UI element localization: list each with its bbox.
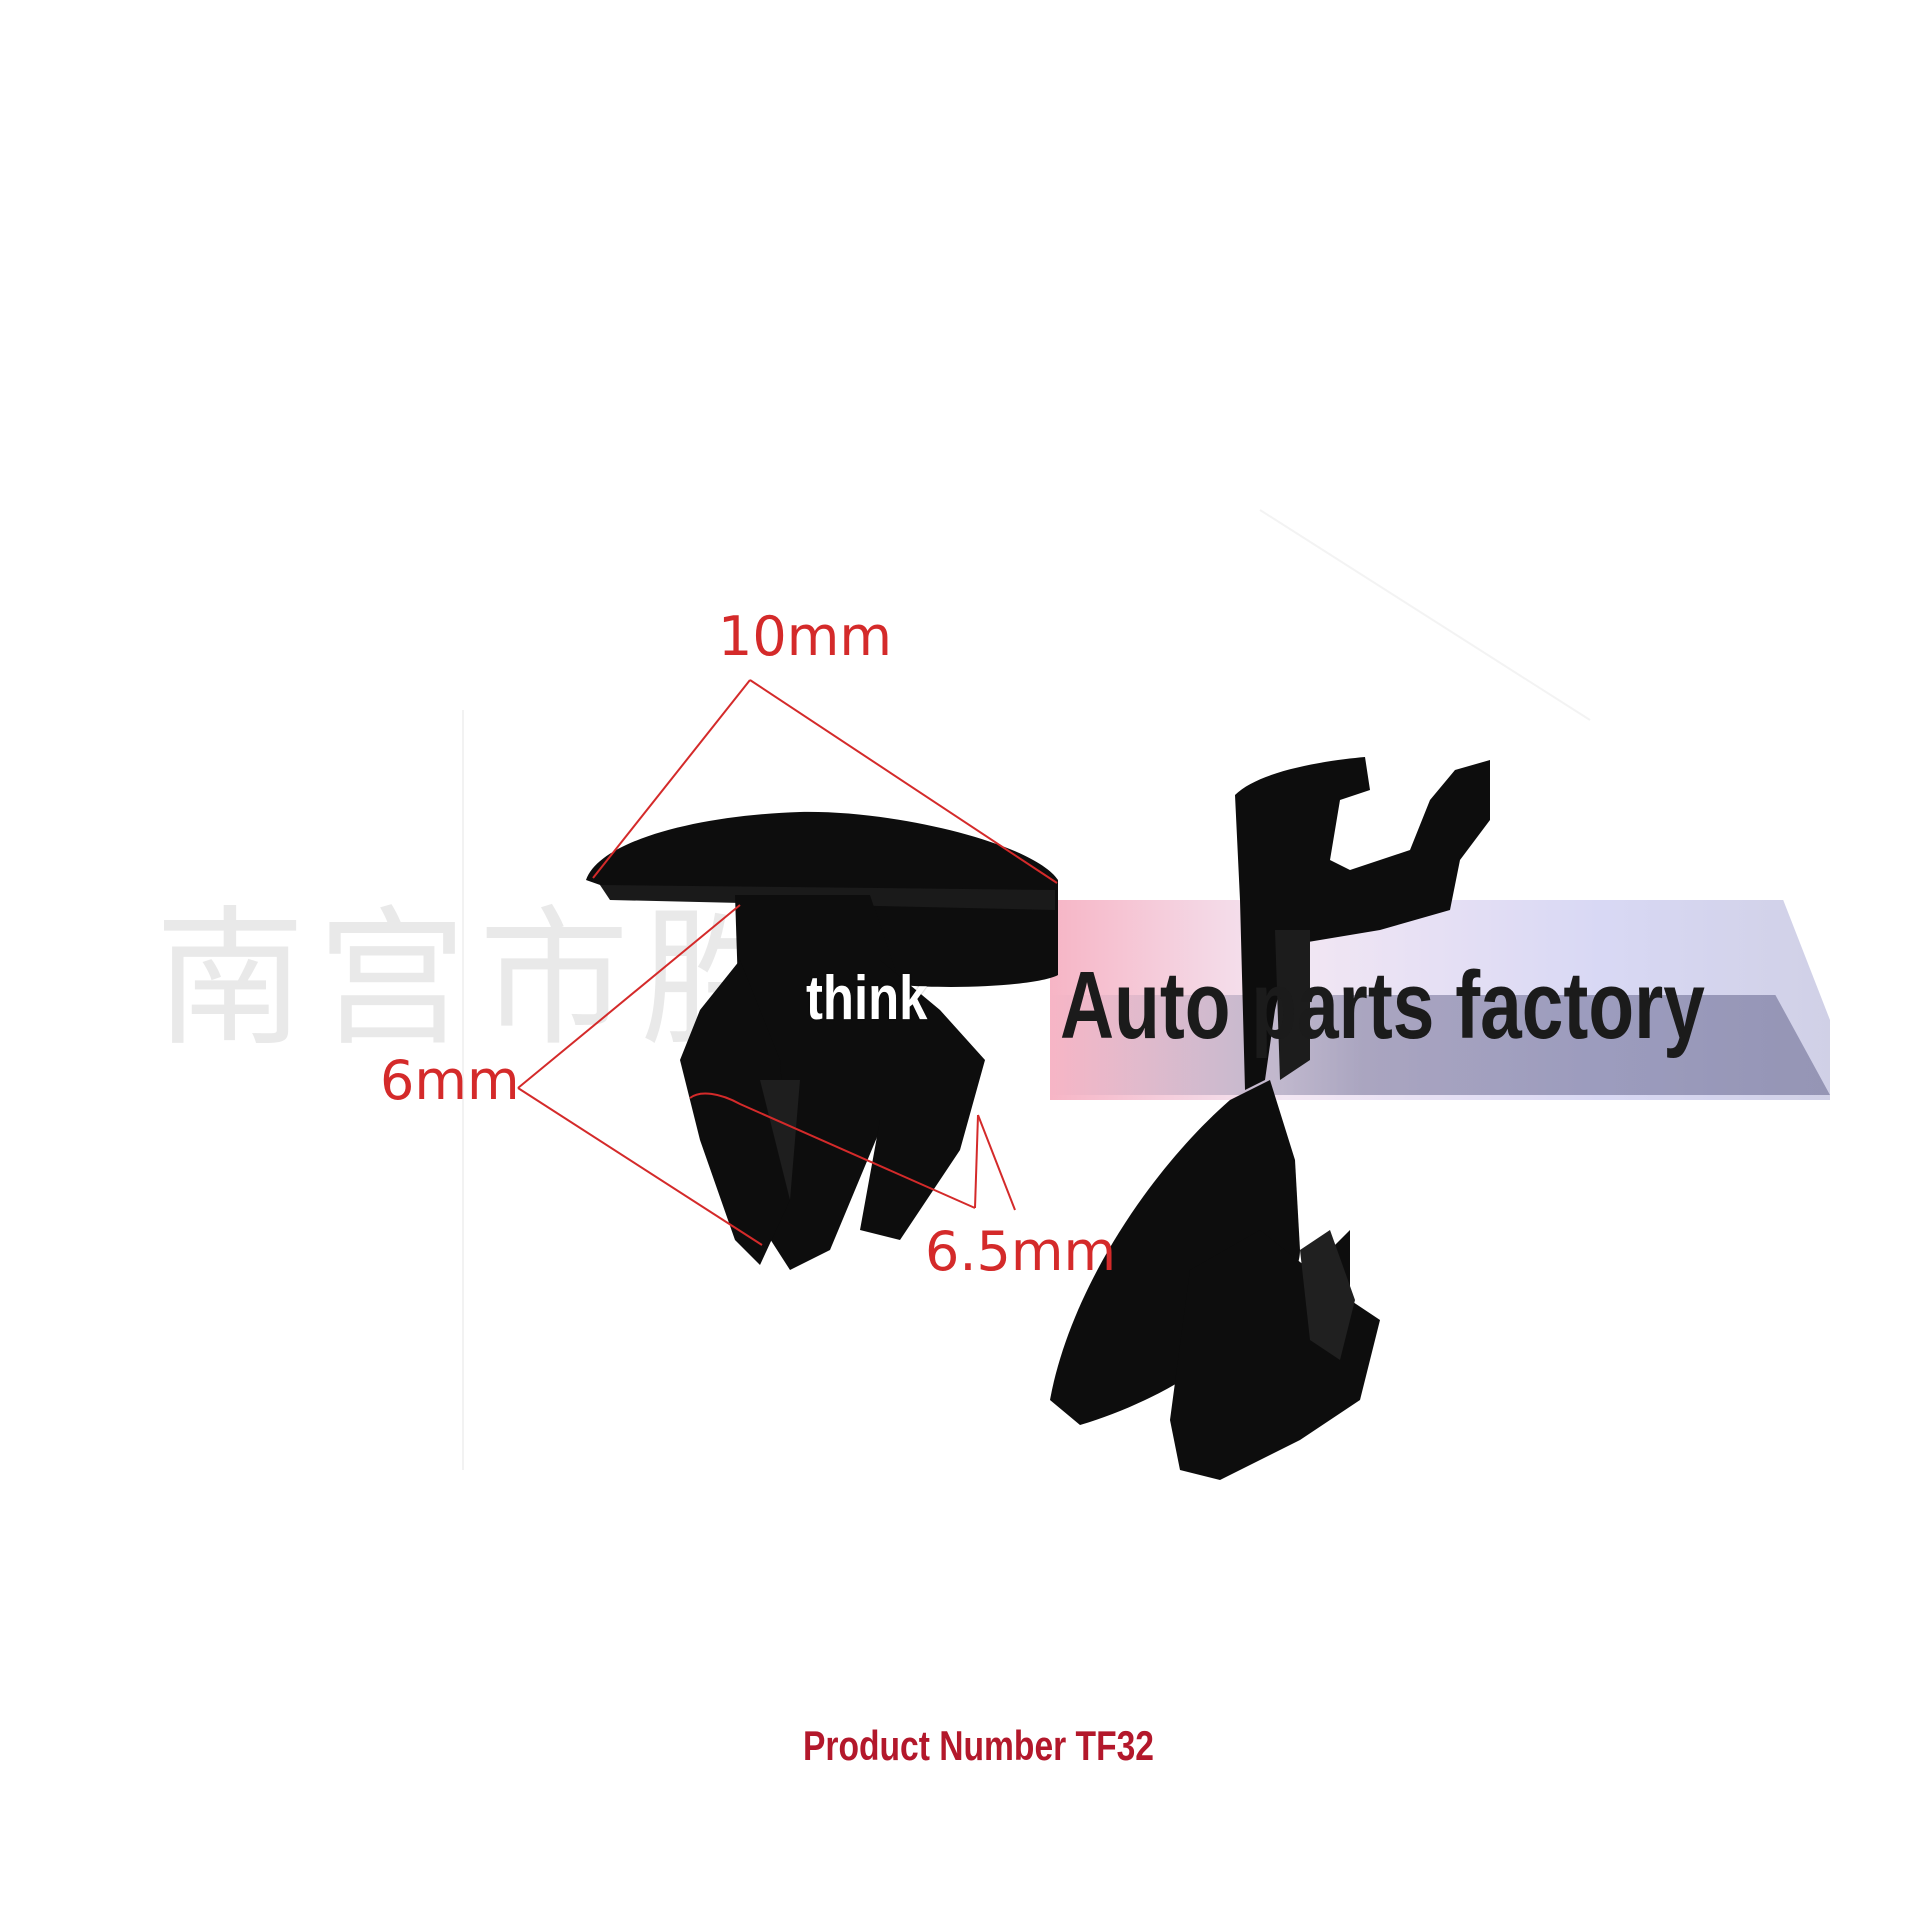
dimension-label-head-to-leg: 6mm	[380, 1049, 520, 1112]
dimension-label-leg-span: 6.5mm	[925, 1220, 1117, 1283]
right-clip-upper	[1235, 757, 1490, 1090]
banner-title: Auto parts factory	[1060, 952, 1705, 1059]
watermark-chinese: 南宫市胜	[155, 893, 804, 1067]
left-clip	[586, 811, 1058, 1270]
right-clip-lower	[1050, 1080, 1380, 1480]
dimension-label-head-diameter: 10mm	[718, 605, 892, 668]
product-number-caption: Product Number TF32	[803, 1722, 1154, 1769]
watermark-think: think	[806, 964, 928, 1033]
dimension-lines	[517, 679, 1058, 1246]
banner-gradient-shadow	[1050, 995, 1830, 1095]
